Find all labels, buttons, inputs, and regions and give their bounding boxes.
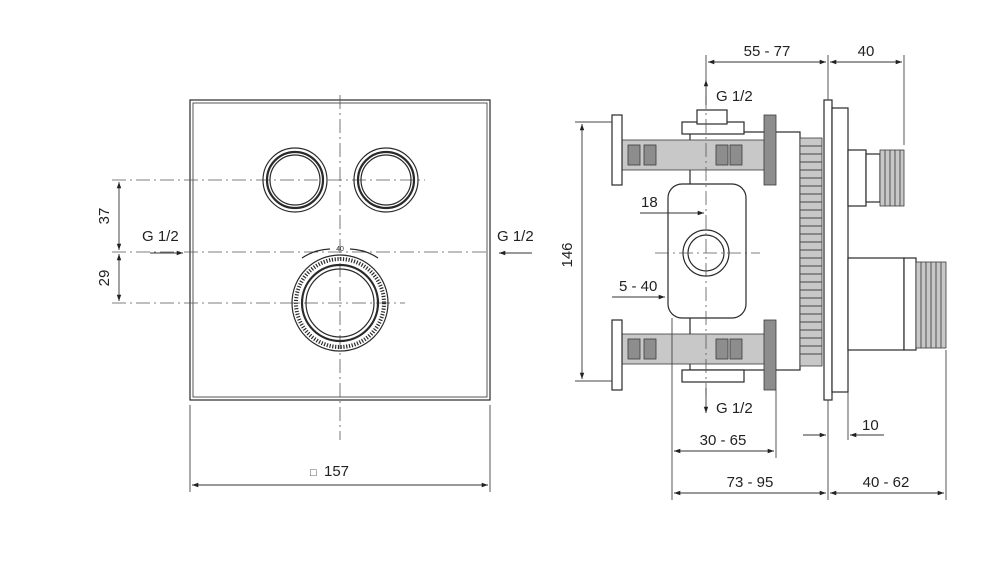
thermostat-knob bbox=[291, 254, 389, 352]
right-push-button bbox=[353, 147, 419, 213]
bottom-outlet-connector bbox=[847, 257, 947, 351]
knob-scale-arc-right bbox=[349, 248, 379, 259]
threaded-section bbox=[799, 137, 823, 367]
top-projection-label: 40 bbox=[858, 43, 875, 60]
left-inlet-label: G 1/2 bbox=[142, 228, 179, 245]
body-depth-label: 73 - 95 bbox=[727, 474, 774, 491]
offset-18-label: 18 bbox=[641, 194, 658, 211]
offset-37-label: 37 bbox=[96, 208, 113, 225]
plate-thickness-label: 10 bbox=[862, 417, 879, 434]
left-push-button bbox=[262, 147, 328, 213]
offset-29-label: 29 bbox=[96, 270, 113, 287]
side-view: G 1/2 G 1/2 146 18 5 - 40 55 - 77 40 30 … bbox=[559, 43, 947, 500]
bottom-connection-label: G 1/2 bbox=[716, 400, 753, 417]
outlet-projection-label: 40 - 62 bbox=[863, 474, 910, 491]
wall-flange bbox=[823, 99, 833, 401]
range-5-40-label: 5 - 40 bbox=[619, 278, 657, 295]
mid-range-label: 30 - 65 bbox=[700, 432, 747, 449]
right-inlet-label: G 1/2 bbox=[497, 228, 534, 245]
top-connection-label: G 1/2 bbox=[716, 88, 753, 105]
height-label: 146 bbox=[559, 242, 576, 267]
width-label: 157 bbox=[324, 463, 349, 480]
width-square-symbol: □ bbox=[310, 467, 317, 479]
knob-scale-arc-left bbox=[301, 248, 331, 259]
top-outlet-connector bbox=[847, 149, 905, 207]
top-inlet-fitting bbox=[611, 109, 777, 186]
top-depth-label: 55 - 77 bbox=[744, 43, 791, 60]
wall-flange-outer bbox=[831, 107, 849, 393]
bottom-inlet-fitting bbox=[611, 319, 777, 391]
knob-scale-label: 40 bbox=[336, 246, 344, 253]
front-view: 40 G 1/2 G 1/2 37 29 □ 157 bbox=[96, 95, 534, 492]
mounting-frame bbox=[667, 183, 747, 319]
